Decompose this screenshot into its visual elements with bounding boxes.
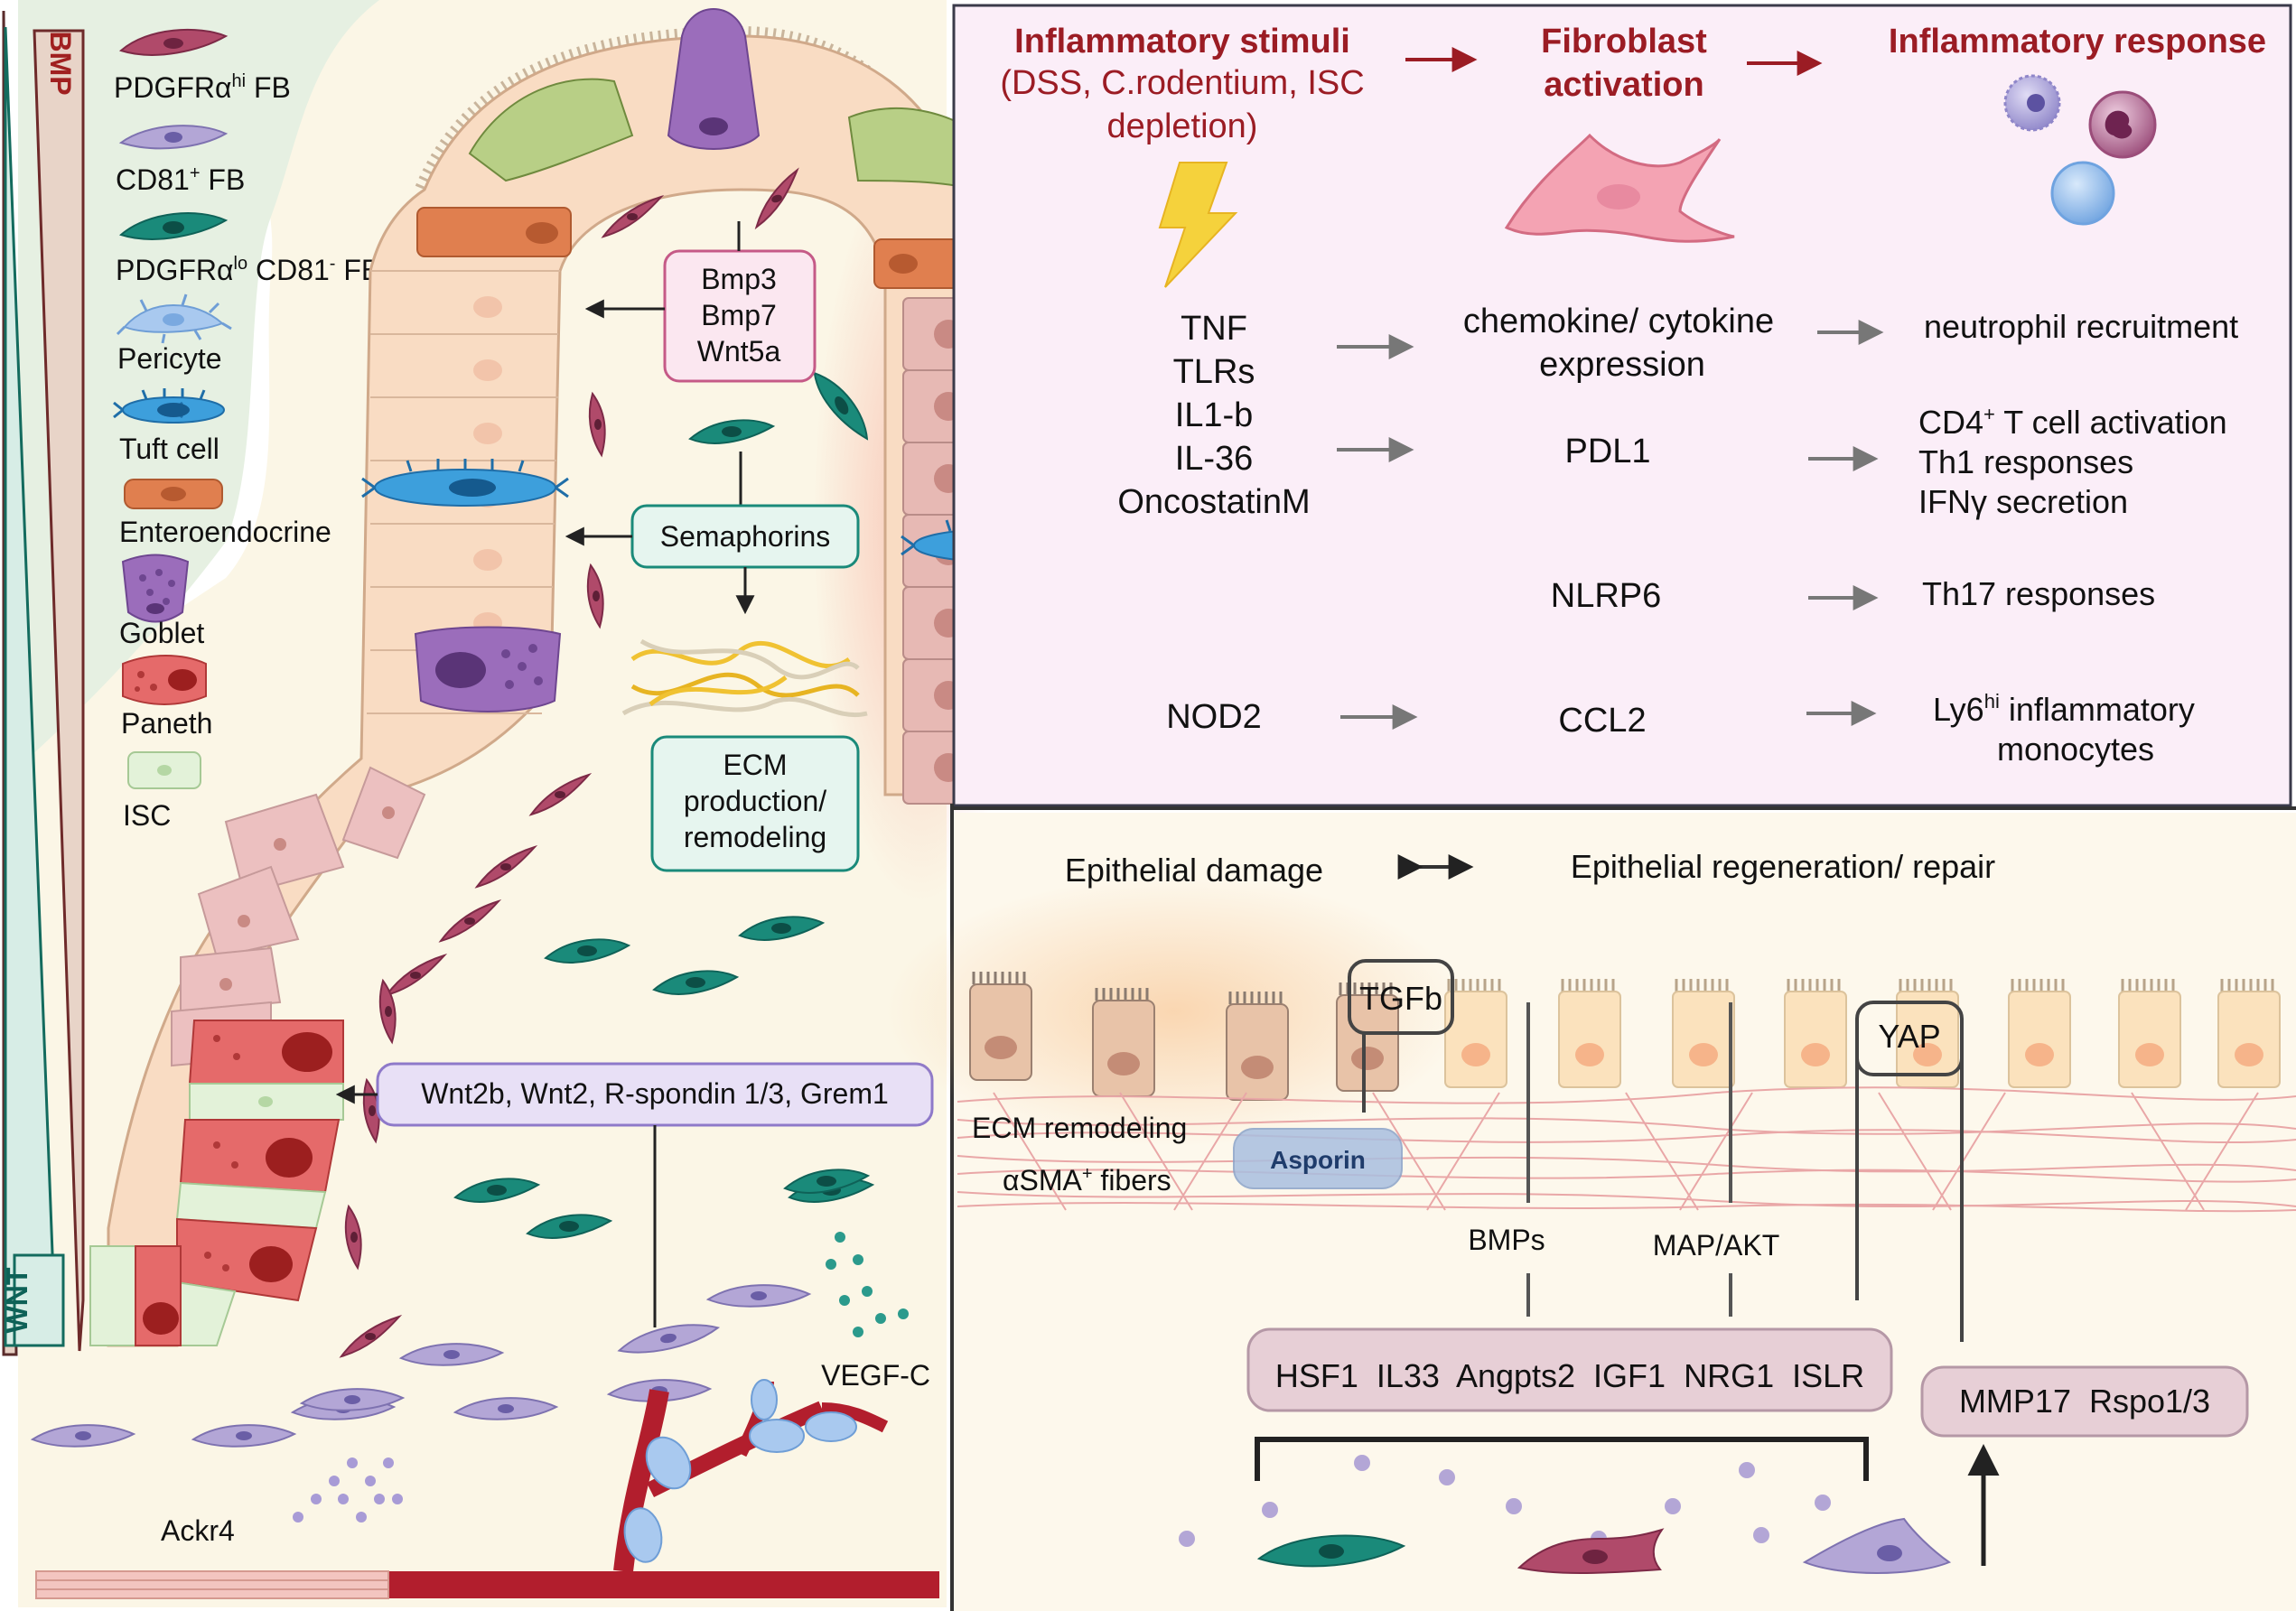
response-cd4: CD4+ T cell activation [1918, 403, 2227, 441]
tgfb-label: TGFb [1359, 980, 1442, 1017]
legend-label-enteroendocrine: Enteroendocrine [119, 516, 331, 548]
asporin-label: Asporin [1270, 1146, 1366, 1174]
response-neutrophil: neutrophil recruitment [1924, 308, 2238, 345]
pdgfra-hi-fibroblast-icon [118, 29, 229, 56]
pdgfra-hi-fibroblast-cell [1517, 1528, 1665, 1575]
mmp-label: MMP17 Rspo1/3 [1959, 1383, 2210, 1420]
wnt-label: WNT [1, 1267, 33, 1333]
repair-factors-label: HSF1 IL33 Angpts2 IGF1 NRG1 ISLR [1275, 1357, 1864, 1394]
svg-text:production/: production/ [684, 785, 826, 817]
svg-text:Wnt2b, Wnt2, R-spondin 1/3, Gr: Wnt2b, Wnt2, R-spondin 1/3, Grem1 [421, 1077, 889, 1110]
stimulus-tlrs: TLRs [1173, 353, 1255, 391]
paneth-icon [122, 655, 207, 705]
legend-label-pdgfra-hi: PDGFRαhi FB [114, 71, 291, 104]
svg-text:Semaphorins: Semaphorins [660, 520, 831, 553]
ackr4-label: Ackr4 [161, 1514, 235, 1547]
legend-label-cd81: CD81+ FB [116, 163, 245, 196]
stimulus-il1b: IL1-b [1175, 396, 1254, 434]
vegf-c-label: VEGF-C [821, 1359, 930, 1392]
header-inflammatory-response: Inflammatory response [1889, 23, 2266, 61]
blood-vessel [35, 1379, 939, 1599]
asporin-box [1233, 1128, 1403, 1189]
svg-text:ECM: ECM [723, 749, 787, 781]
bmp-label: BMP [44, 31, 77, 95]
legend-label-pdgfra-lo: PDGFRαlo CD81- FB [116, 254, 380, 286]
header-fibroblast-activation: Fibroblast [1541, 23, 1707, 61]
repair-factors-box [1246, 1327, 1893, 1412]
enteroendocrine-icon [124, 479, 223, 509]
stimulus-il36: IL-36 [1175, 440, 1254, 478]
header-stimuli-examples: (DSS, C.rodentium, ISC [1000, 64, 1364, 102]
yap-box [1855, 1001, 1964, 1076]
immune-cells-icon [2003, 74, 2157, 226]
mmp-box [1920, 1365, 2249, 1438]
mediator-chemokine-2: expression [1539, 346, 1705, 384]
legend: PDGFRαhi FB CD81+ FB PDGFRαlo CD81- FB P… [113, 29, 380, 832]
pdgfra-lo-fibroblast-cell [1256, 1534, 1406, 1568]
tgfb-box [1348, 959, 1454, 1035]
bmp-wnt-gradient: BMP WNT [1, 10, 85, 1356]
yap-label: YAP [1878, 1018, 1940, 1055]
ecm-fibers [621, 638, 868, 718]
response-ly6: Ly6hi inflammatory [1933, 690, 2195, 728]
stimulus-tnf: TNF [1181, 310, 1247, 348]
response-th17: Th17 responses [1922, 575, 2155, 612]
bmp-factor-box: Bmp3 Bmp7 Wnt5a [663, 249, 817, 383]
isc-icon [127, 751, 201, 789]
repair-panel: Epithelial damage Epithelial regeneratio… [885, 804, 2296, 1611]
header-stimuli-examples-2: depletion) [1107, 107, 1258, 145]
lightning-icon [1158, 162, 1238, 288]
legend-label-isc: ISC [123, 799, 171, 832]
inflammation-panel: Inflammatory stimuli (DSS, C.rodentium, … [952, 4, 2292, 807]
semaphorins-box: Semaphorins [630, 504, 860, 569]
ecm-remodeling-label: ECM remodeling [972, 1112, 1187, 1144]
header-inflammatory-stimuli: Inflammatory stimuli [1014, 23, 1350, 61]
activated-fibroblast-icon [1504, 133, 1735, 243]
asma-fibers-label: αSMA+ fibers [1003, 1164, 1171, 1197]
response-ifng: IFNγ secretion [1918, 483, 2128, 520]
bmp7-label: Bmp7 [701, 299, 777, 331]
bmps-label: BMPs [1468, 1224, 1545, 1256]
legend-label-pericyte: Pericyte [117, 342, 222, 375]
mediator-pdl1: PDL1 [1564, 433, 1650, 470]
legend-label-paneth: Paneth [121, 707, 212, 740]
response-monocytes: monocytes [1997, 731, 2154, 768]
header-fibroblast-activation-2: activation [1544, 66, 1703, 104]
mediator-ccl2: CCL2 [1558, 702, 1646, 740]
ecm-box: ECM production/ remodeling [650, 735, 860, 872]
map-akt-label: MAP/AKT [1653, 1229, 1779, 1262]
epithelial-regeneration-label: Epithelial regeneration/ repair [1571, 848, 1995, 885]
mediator-chemokine: chemokine/ cytokine [1463, 303, 1774, 340]
svg-text:remodeling: remodeling [684, 821, 826, 853]
response-th1: Th1 responses [1918, 443, 2133, 480]
tuft-cell-icon [113, 388, 225, 424]
goblet-icon [121, 554, 190, 623]
wnt5a-label: Wnt5a [697, 335, 781, 368]
epithelial-damage-label: Epithelial damage [1065, 852, 1323, 889]
stimulus-oncostatinm: OncostatinM [1117, 483, 1310, 521]
legend-label-tuft: Tuft cell [119, 433, 219, 465]
ecm-mesh [957, 1086, 2296, 1213]
mediator-nlrp6: NLRP6 [1551, 577, 1662, 615]
pdgfra-lo-cd81-neg-fibroblast-icon [118, 212, 229, 240]
bmp3-label: Bmp3 [701, 263, 777, 295]
legend-label-goblet: Goblet [119, 617, 204, 649]
cd81-fibroblast-cell [1802, 1517, 1952, 1574]
wnt-factor-box: Wnt2b, Wnt2, R-spondin 1/3, Grem1 [376, 1062, 934, 1127]
stimulus-nod2: NOD2 [1166, 698, 1262, 736]
cd81-fibroblast-icon [118, 125, 229, 150]
pericyte-icon [116, 293, 232, 344]
